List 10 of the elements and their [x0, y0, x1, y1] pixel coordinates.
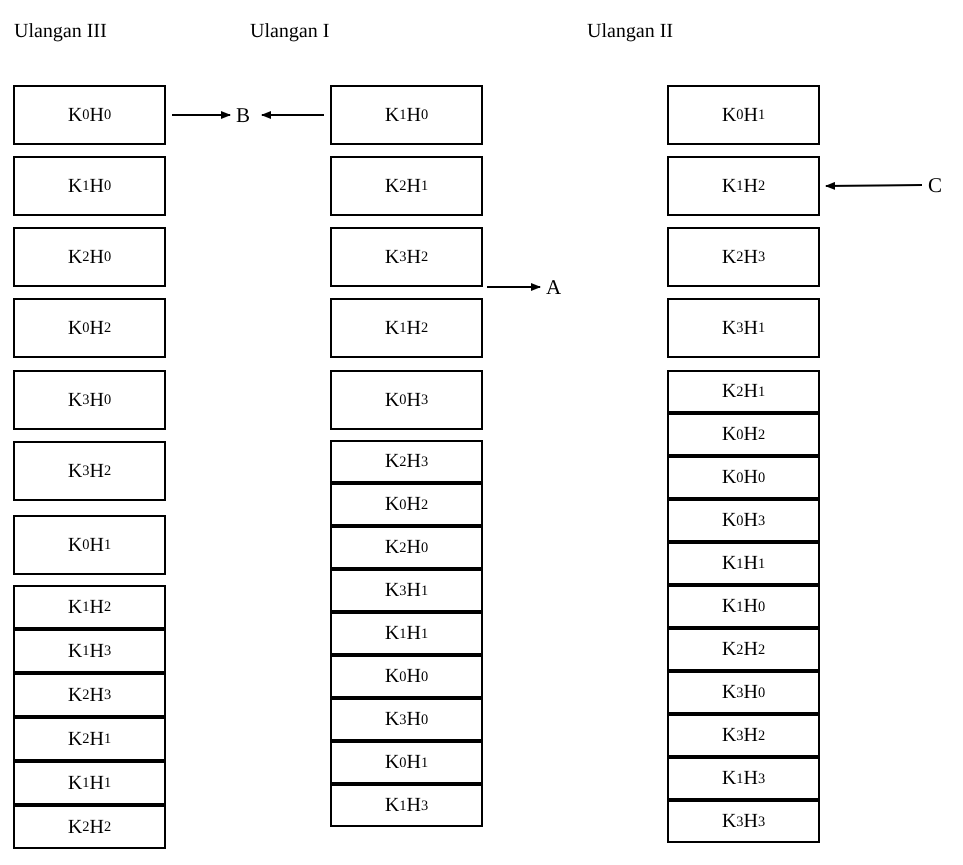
- column-heading: Ulangan III: [14, 20, 107, 43]
- arrow: [261, 111, 324, 119]
- marker-letter: B: [236, 103, 250, 127]
- marker-letter: A: [546, 275, 562, 299]
- column-heading: Ulangan II: [587, 20, 674, 43]
- column-heading: Ulangan I: [250, 20, 330, 43]
- arrow: [825, 182, 922, 190]
- marker-letter: C: [928, 173, 942, 197]
- arrow: [487, 283, 541, 291]
- arrow: [172, 111, 231, 119]
